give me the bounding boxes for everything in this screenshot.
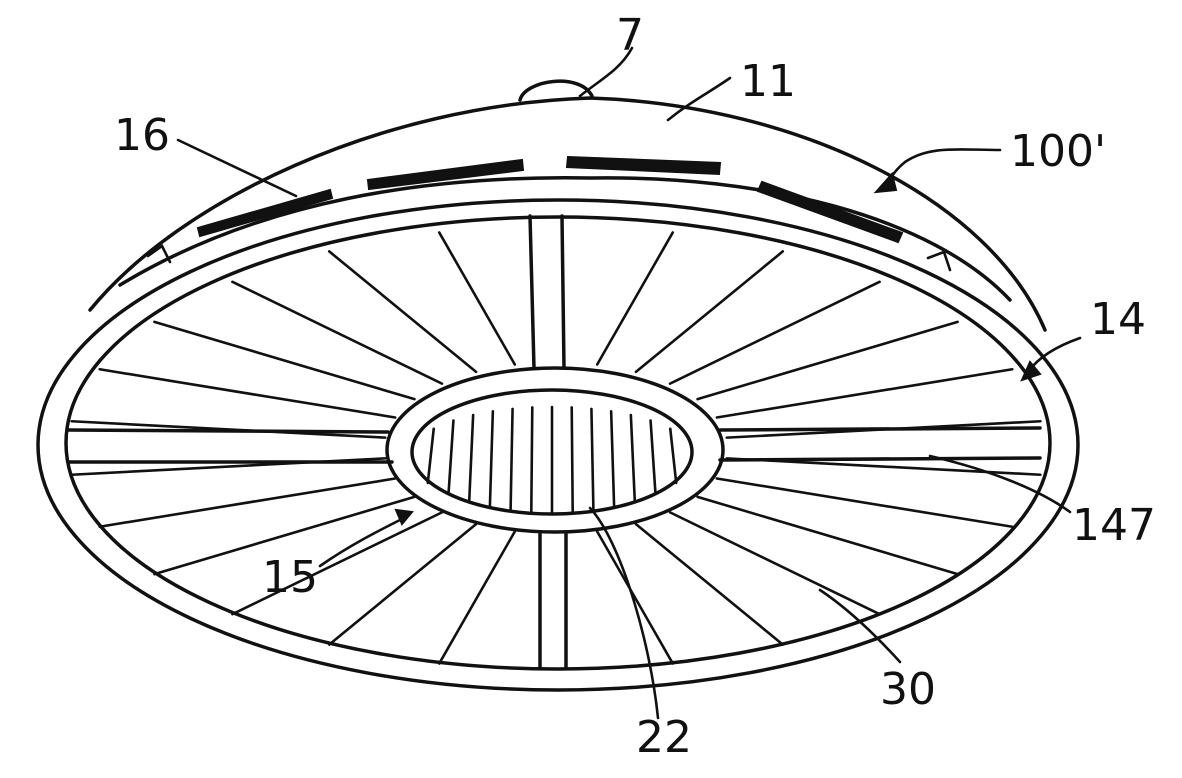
label-147: 147 [1072,500,1156,551]
leader-7 [578,46,634,98]
hub-slat [668,427,678,485]
rim-band [118,176,1012,302]
hub-slat [649,419,657,496]
radial-rib [153,495,416,576]
arrow-15 [394,508,414,526]
leader-11 [666,76,732,122]
label-11: 11 [740,56,796,107]
hub-slat [529,406,534,513]
radial-rib [437,231,517,366]
leader-15 [318,516,406,568]
hub-slat [590,407,595,511]
hub-slat [447,419,455,496]
leader-16 [176,138,298,198]
radial-rib [725,419,1042,439]
vent-slots [196,155,904,244]
label-30: 30 [880,664,936,715]
hub-slat [467,413,475,503]
outer-ring-inner [64,215,1052,671]
cross-bar-top-right [560,214,566,370]
hub-slat [426,427,436,485]
arrow-100p [873,171,898,194]
radial-rib [70,457,387,477]
label-14: 14 [1090,294,1146,345]
leader-30 [818,588,902,664]
radial-rib [98,367,397,419]
side-tab-left [146,244,172,264]
label-16: 16 [114,110,170,161]
radial-rib [595,530,675,665]
radial-rib [231,280,444,385]
radial-rib [70,419,387,439]
hub-ribs [426,405,678,514]
hub-slat [509,407,514,511]
cross-bar-top-left [528,214,536,370]
leader-14 [1026,336,1082,374]
radial-rib [634,522,785,646]
radial-rib [327,522,478,646]
radial-rib [595,231,675,366]
radial-rib [696,320,959,401]
radial-rib [715,367,1014,419]
cross-bars [66,214,1042,670]
radial-ribs [70,231,1042,665]
hub-slat [488,410,495,508]
vent-slot [565,155,722,176]
label-15: 15 [262,552,318,603]
label-22: 22 [636,712,692,763]
leader-100p [884,148,1002,188]
vent-slot [196,188,334,238]
leader-147 [928,454,1072,514]
radial-rib [668,511,881,616]
hub-slat [629,413,637,503]
side-tab-right [926,250,952,272]
radial-rib [98,477,397,529]
leader-lines [176,46,1082,720]
reference-labels: 7 11 16 100' 14 147 15 22 30 [114,10,1156,763]
label-100p: 100' [1010,126,1106,177]
radial-rib [696,495,959,576]
hub-ring-inner [410,388,694,516]
hub-slat [570,406,575,513]
cross-bar-left-top [66,428,390,434]
radial-rib [437,530,517,665]
hub-slat [609,410,616,508]
radial-rib [327,250,478,374]
radial-rib [725,457,1042,477]
leader-22 [588,506,660,720]
radial-rib [231,511,444,616]
radial-rib [153,320,416,401]
radial-rib [668,280,881,385]
outer-ring-outer [36,198,1080,692]
dome-housing [88,96,1047,332]
vent-slot [366,158,525,191]
radial-rib [634,250,785,374]
label-7: 7 [616,10,644,61]
hub-ring-outer [385,366,725,534]
arrow-14 [1020,360,1042,382]
vent-slot [756,180,904,244]
radial-rib [715,477,1014,529]
